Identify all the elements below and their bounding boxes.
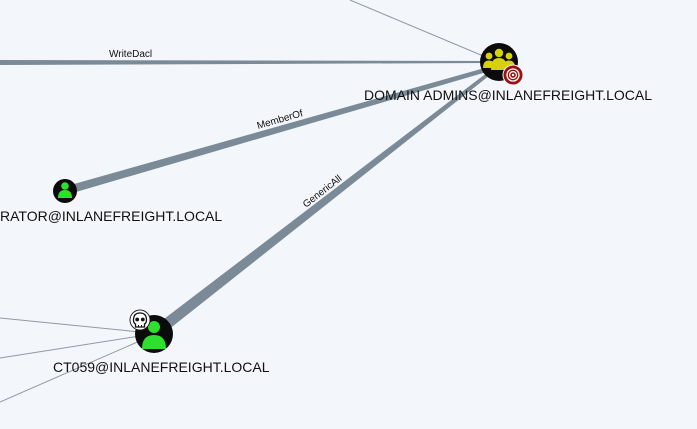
group-icon [483, 48, 515, 70]
edge-write-dacl[interactable]: WriteDacl [0, 49, 488, 65]
edge-generic-all[interactable]: GenericAll [160, 72, 490, 330]
edge-offscreen-to-ct059-2[interactable] [0, 335, 141, 359]
target-icon [502, 64, 524, 86]
edge-write-dacl-line[interactable] [0, 60, 488, 65]
edge-member-of-line[interactable] [74, 67, 490, 192]
edge-generic-all-line[interactable] [160, 72, 490, 330]
user-icon [58, 182, 72, 198]
edge-offscreen-to-ct059-1[interactable] [0, 317, 141, 333]
user-icon [142, 321, 166, 349]
background-edges [0, 0, 489, 403]
node-ct059[interactable]: CT059@INLANEFREIGHT.LOCAL [53, 309, 270, 375]
edge-label-write-dacl: WriteDacl [109, 49, 152, 60]
node-administrator[interactable]: RATOR@INLANEFREIGHT.LOCAL [0, 179, 222, 224]
edge-offscreen-to-ct059-3[interactable] [0, 339, 143, 403]
skull-icon [129, 309, 151, 331]
edge-member-of[interactable]: MemberOf [74, 67, 490, 192]
edge-offscreen-to-domain-admins[interactable] [349, 0, 489, 59]
node-label-ct059: CT059@INLANEFREIGHT.LOCAL [53, 359, 270, 375]
node-label-administrator: RATOR@INLANEFREIGHT.LOCAL [0, 208, 222, 224]
node-domain-admins[interactable]: DOMAIN ADMINS@INLANEFREIGHT.LOCAL [364, 43, 652, 103]
node-label-domain-admins: DOMAIN ADMINS@INLANEFREIGHT.LOCAL [364, 87, 652, 103]
